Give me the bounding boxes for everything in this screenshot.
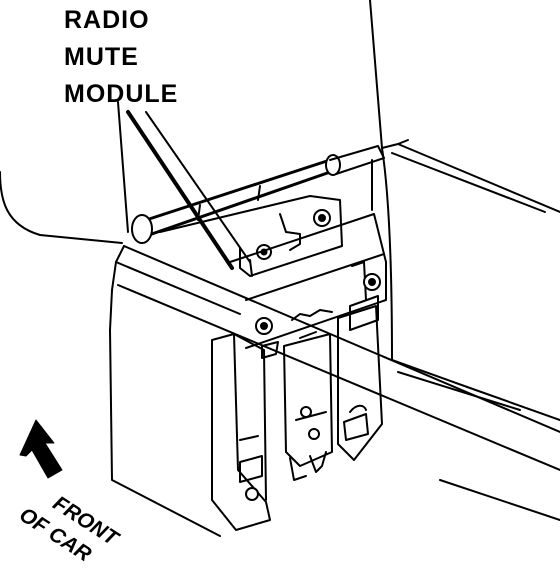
radio-mute-module: [229, 213, 387, 359]
console-body: [0, 101, 560, 537]
hinge-rod: [131, 145, 385, 244]
console-drawing: [0, 0, 560, 537]
callout-line-1: RADIO: [64, 6, 150, 34]
callout-line-2: MUTE: [64, 43, 139, 71]
arrow-icon: [19, 419, 63, 479]
callout-line-3: MODULE: [64, 80, 179, 108]
radio-mute-module-callout: RADIO MUTE MODULE: [64, 2, 178, 113]
front-brackets: [211, 305, 383, 531]
callout-leader-lines: [126, 110, 251, 270]
console-lid: [369, 0, 560, 361]
